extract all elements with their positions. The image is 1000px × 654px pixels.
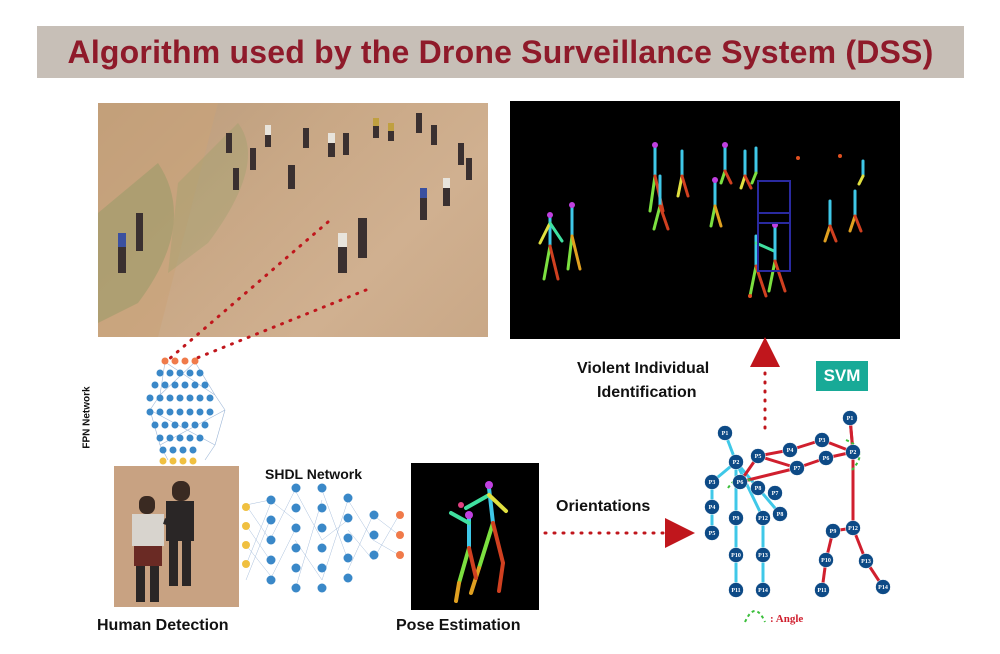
- joint-label: P8: [755, 486, 762, 492]
- joint-label: P5: [709, 531, 716, 537]
- fpn-network-label-wrap: FPN Network: [72, 372, 102, 462]
- joint-label: P9: [733, 516, 740, 522]
- joint-label: P4: [709, 505, 716, 511]
- fpn-network-graphic: [146, 357, 226, 465]
- joint-label: P1: [722, 431, 729, 437]
- joint-label: P2: [733, 460, 740, 466]
- joint-label: P8: [777, 512, 784, 518]
- orientations-label: Orientations: [556, 498, 651, 515]
- drone-aerial-image: [98, 103, 488, 337]
- joint-label: P11: [817, 588, 826, 594]
- joint-label: P2: [850, 450, 857, 456]
- detection-dotted-lines: [166, 220, 368, 362]
- pose-estimation-image: [411, 463, 539, 610]
- crop-scene: [132, 481, 194, 602]
- joint-label: P1: [847, 416, 854, 422]
- pose-estimation-label: Pose Estimation: [396, 617, 521, 634]
- svm-badge: SVM: [816, 361, 868, 391]
- pose-estimation-overview-image: [510, 101, 900, 339]
- joint-label: P10: [821, 558, 831, 564]
- joint-label: P11: [731, 588, 740, 594]
- pose-overview-scene: [538, 142, 865, 298]
- joint-label: P3: [709, 480, 716, 486]
- shdl-network-graphic: [242, 483, 404, 593]
- violent-identification-line2: Identification: [597, 384, 697, 401]
- human-detection-label: Human Detection: [97, 617, 229, 634]
- joint-label: P10: [731, 553, 741, 559]
- aerial-scene: [98, 103, 472, 337]
- page-title: Algorithm used by the Drone Surveillance…: [67, 34, 934, 70]
- joint-label: P12: [758, 516, 768, 522]
- shdl-network-label: SHDL Network: [265, 466, 362, 482]
- joint-label: P12: [848, 526, 858, 532]
- joint-label: P6: [823, 456, 830, 462]
- fpn-network-label: FPN Network: [81, 386, 93, 449]
- title-bar: Algorithm used by the Drone Surveillance…: [37, 26, 964, 78]
- joint-label: P7: [772, 491, 779, 497]
- joint-label: P13: [861, 559, 871, 565]
- joint-label: P9: [830, 529, 837, 535]
- joint-label: P3: [819, 438, 826, 444]
- joint-label: P7: [794, 466, 801, 472]
- human-detection-crop-image: [114, 466, 239, 607]
- joint-label: P5: [755, 454, 762, 460]
- violent-identification-line1: Violent Individual: [577, 360, 710, 377]
- joint-label: P14: [758, 588, 768, 594]
- joint-label: P14: [878, 585, 888, 591]
- joint-label: P4: [787, 448, 794, 454]
- skeleton-diagram: P1 P2 P3 P4 P5 P6 P7 P8 P9 P10 P11 P12 P…: [704, 410, 891, 625]
- pose-small-scene: [449, 481, 508, 603]
- joint-label: P6: [737, 480, 744, 486]
- joint-label: P13: [758, 553, 768, 559]
- angle-legend-label: : Angle: [770, 613, 803, 625]
